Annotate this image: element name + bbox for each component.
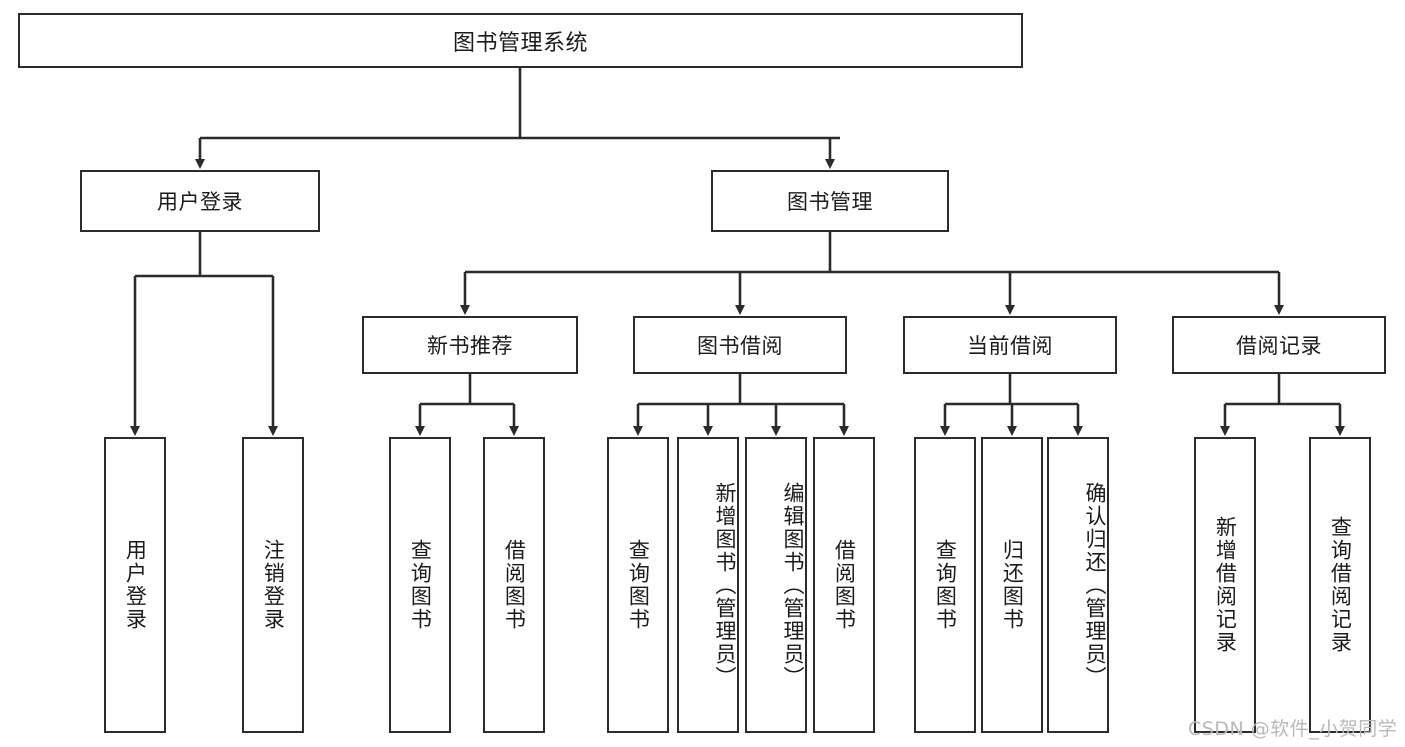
node-book-management[interactable]: 图书管理 [711,170,949,232]
watermark-text: CSDN @软件_小贺同学 [1188,718,1398,740]
node-leaf-query-book-1-label: 查询图书 [408,539,433,631]
node-leaf-confirm-return-admin[interactable]: 确认归还（管理员） [1047,437,1109,733]
node-book-borrow[interactable]: 图书借阅 [633,316,847,374]
node-borrow-record-label: 借阅记录 [1236,334,1322,358]
node-leaf-edit-book-admin-label: 编辑图书（管理员） [781,481,805,689]
node-user-login[interactable]: 用户登录 [80,170,320,232]
node-leaf-edit-book-admin[interactable]: 编辑图书（管理员） [745,437,807,733]
node-leaf-logout-login-label: 注销登录 [261,539,286,631]
node-leaf-query-book-2-label: 查询图书 [626,539,651,631]
node-borrow-record[interactable]: 借阅记录 [1172,316,1386,374]
node-leaf-query-book-3-label: 查询图书 [933,539,958,631]
node-leaf-borrow-book-1-label: 借阅图书 [502,539,527,631]
node-book-management-label: 图书管理 [787,190,873,214]
node-leaf-borrow-book-1[interactable]: 借阅图书 [483,437,545,733]
node-leaf-query-book-2[interactable]: 查询图书 [607,437,669,733]
node-book-borrow-label: 图书借阅 [697,334,783,358]
node-leaf-query-borrow-record-label: 查询借阅记录 [1328,516,1353,654]
node-leaf-borrow-book-2-label: 借阅图书 [832,539,857,631]
node-leaf-add-borrow-record[interactable]: 新增借阅记录 [1194,437,1256,733]
node-leaf-user-login[interactable]: 用户登录 [104,437,166,733]
node-root-label: 图书管理系统 [452,30,588,56]
node-leaf-query-borrow-record[interactable]: 查询借阅记录 [1309,437,1371,733]
node-leaf-add-book-admin-label: 新增图书（管理员） [713,481,737,689]
node-leaf-user-login-label: 用户登录 [123,539,148,631]
node-leaf-logout-login[interactable]: 注销登录 [242,437,304,733]
node-leaf-add-book-admin[interactable]: 新增图书（管理员） [677,437,739,733]
node-leaf-query-book-1[interactable]: 查询图书 [389,437,451,733]
node-leaf-return-book-label: 归还图书 [1000,539,1025,631]
node-root[interactable]: 图书管理系统 [18,13,1023,68]
node-current-borrow-label: 当前借阅 [967,334,1053,358]
node-leaf-confirm-return-admin-label: 确认归还（管理员） [1083,481,1107,689]
node-new-book-recommend-label: 新书推荐 [427,334,513,358]
node-leaf-borrow-book-2[interactable]: 借阅图书 [813,437,875,733]
node-current-borrow[interactable]: 当前借阅 [903,316,1117,374]
node-leaf-return-book[interactable]: 归还图书 [981,437,1043,733]
node-user-login-label: 用户登录 [157,190,243,214]
node-new-book-recommend[interactable]: 新书推荐 [362,316,578,374]
node-leaf-add-borrow-record-label: 新增借阅记录 [1213,516,1238,654]
node-leaf-query-book-3[interactable]: 查询图书 [914,437,976,733]
